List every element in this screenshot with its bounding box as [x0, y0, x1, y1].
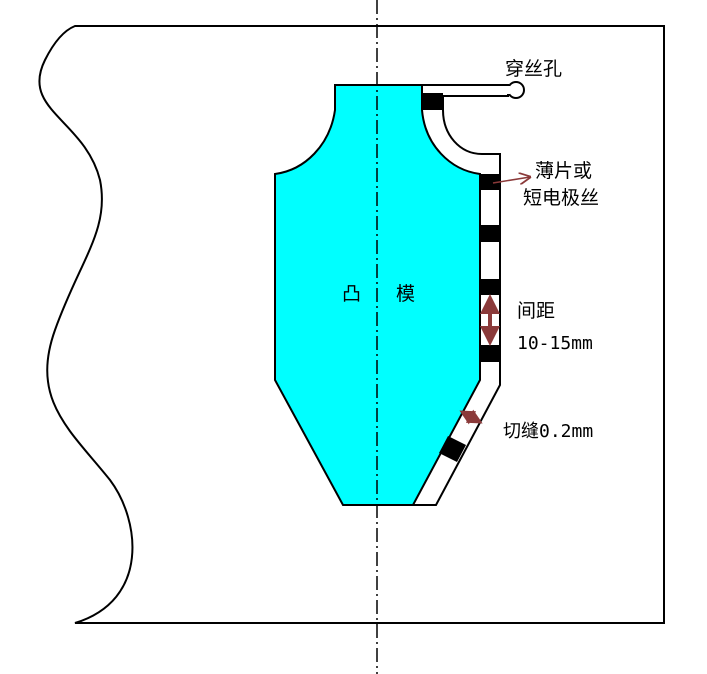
strip-label-line1: 薄片或 — [535, 160, 593, 182]
strip-block — [439, 436, 466, 462]
strip-label-line2: 短电极丝 — [523, 187, 600, 209]
threading-hole-label: 穿丝孔 — [505, 58, 563, 80]
kerf-label: 切缝0.2mm — [503, 421, 594, 442]
spacing-label: 间距 — [517, 300, 556, 322]
punch-label-char2: 模 — [396, 283, 416, 305]
kerf-arrow — [459, 409, 483, 425]
strip-block — [480, 279, 500, 295]
spacing-value: 10-15mm — [517, 333, 593, 354]
strip-block — [480, 174, 500, 190]
strip-block — [480, 345, 500, 362]
threading-hole — [507, 81, 525, 99]
punch-label-char1: 凸 — [342, 283, 362, 305]
strip-block — [480, 225, 500, 242]
pointer-arrow — [492, 177, 530, 183]
strip-block — [422, 93, 443, 110]
